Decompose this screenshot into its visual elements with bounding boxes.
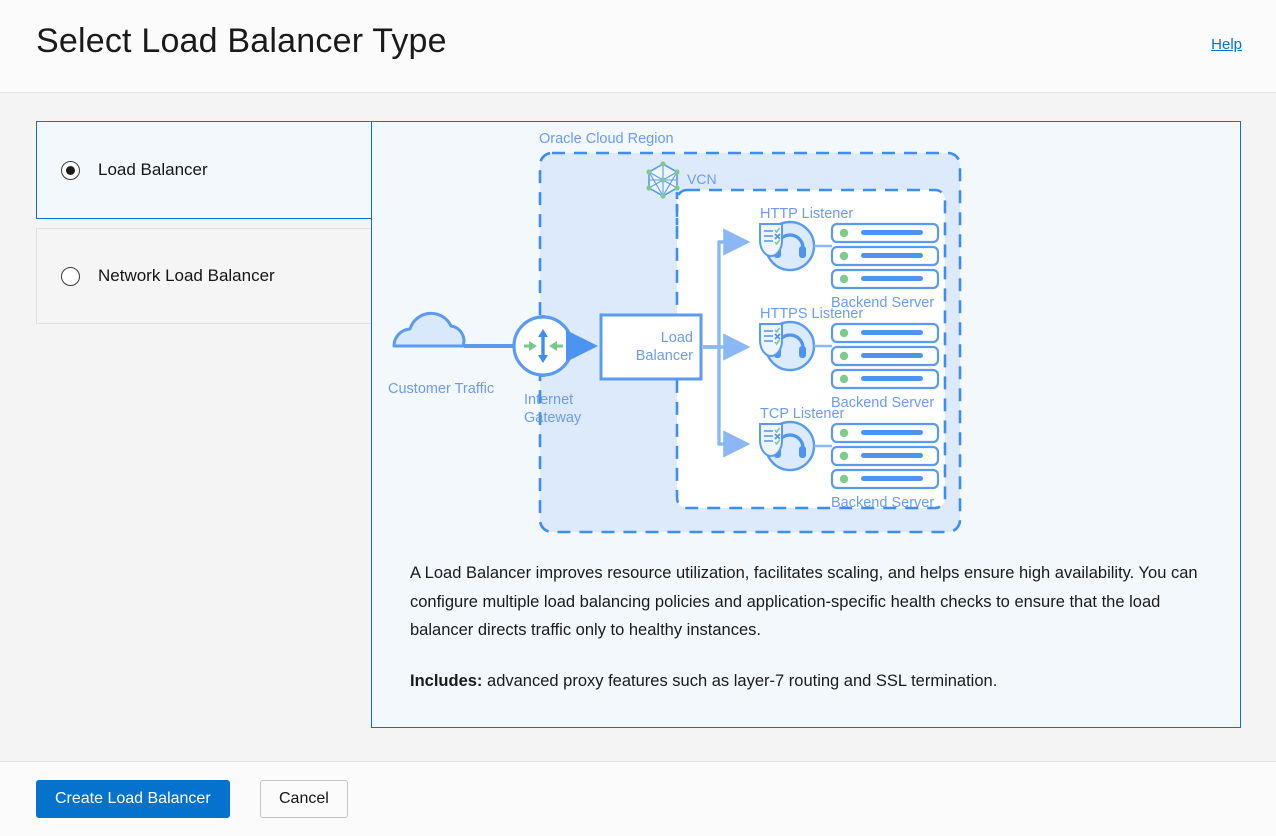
includes-text: advanced proxy features such as layer-7 … — [482, 671, 998, 690]
description-includes: Includes: advanced proxy features such a… — [410, 667, 1210, 696]
vcn-label-text: VCN — [687, 171, 717, 187]
load-balancer-architecture-diagram: Oracle Cloud Region — [372, 122, 1242, 552]
includes-label: Includes: — [410, 671, 483, 690]
load-balancer-type-options: Load Balancer Network Load Balancer — [36, 121, 376, 324]
page-footer: Create Load Balancer Cancel — [0, 761, 1276, 836]
listener-group-https: HTTPS Listener — [759, 306, 940, 411]
description-paragraph: A Load Balancer improves resource utiliz… — [410, 564, 1198, 639]
listener-group-tcp: TCP Listener — [759, 406, 940, 511]
tcp-backend-server-label-text: Backend Server — [831, 495, 934, 511]
load-balancer-description: A Load Balancer improves resource utiliz… — [410, 559, 1210, 695]
option-network-load-balancer[interactable]: Network Load Balancer — [36, 228, 376, 324]
vcn-icon — [646, 161, 680, 199]
load-balancer-detail-panel: Oracle Cloud Region — [371, 121, 1241, 728]
cancel-button[interactable]: Cancel — [260, 780, 348, 818]
option-load-balancer-label: Load Balancer — [98, 160, 208, 179]
oracle-cloud-region-label-text: Oracle Cloud Region — [539, 131, 674, 147]
load-balancer-label-line1: Load — [661, 330, 693, 346]
customer-traffic-label-text: Customer Traffic — [388, 381, 494, 397]
load-balancer-box — [599, 313, 703, 381]
http-backend-server-label-text: Backend Server — [831, 295, 934, 311]
listener-group-http: HTTP Listener — [759, 206, 940, 311]
page-header: Select Load Balancer Type Help — [0, 0, 1276, 93]
http-backend-servers — [830, 222, 940, 290]
internet-gateway-label-line2: Gateway — [524, 410, 582, 426]
internet-gateway-icon — [512, 315, 574, 377]
https-listener-label-text: HTTPS Listener — [760, 306, 863, 322]
option-load-balancer[interactable]: Load Balancer — [36, 121, 376, 219]
help-link[interactable]: Help — [1211, 36, 1242, 53]
tcp-listener-label-text: TCP Listener — [760, 406, 845, 422]
https-backend-server-label-text: Backend Server — [831, 395, 934, 411]
option-network-load-balancer-label: Network Load Balancer — [98, 266, 275, 285]
tcp-backend-servers — [830, 422, 940, 490]
customer-traffic-icon — [392, 311, 466, 348]
radio-network-load-balancer-icon[interactable] — [61, 266, 80, 286]
create-load-balancer-button[interactable]: Create Load Balancer — [36, 780, 230, 818]
load-balancer-label-line2: Balancer — [636, 348, 693, 364]
radio-load-balancer-icon[interactable] — [61, 160, 80, 180]
body-area: Load Balancer Network Load Balancer — [0, 93, 1276, 761]
internet-gateway-label-line1: Internet — [524, 392, 573, 408]
http-listener-label-text: HTTP Listener — [760, 206, 853, 222]
page-title: Select Load Balancer Type — [36, 22, 447, 60]
https-backend-servers — [830, 322, 940, 390]
